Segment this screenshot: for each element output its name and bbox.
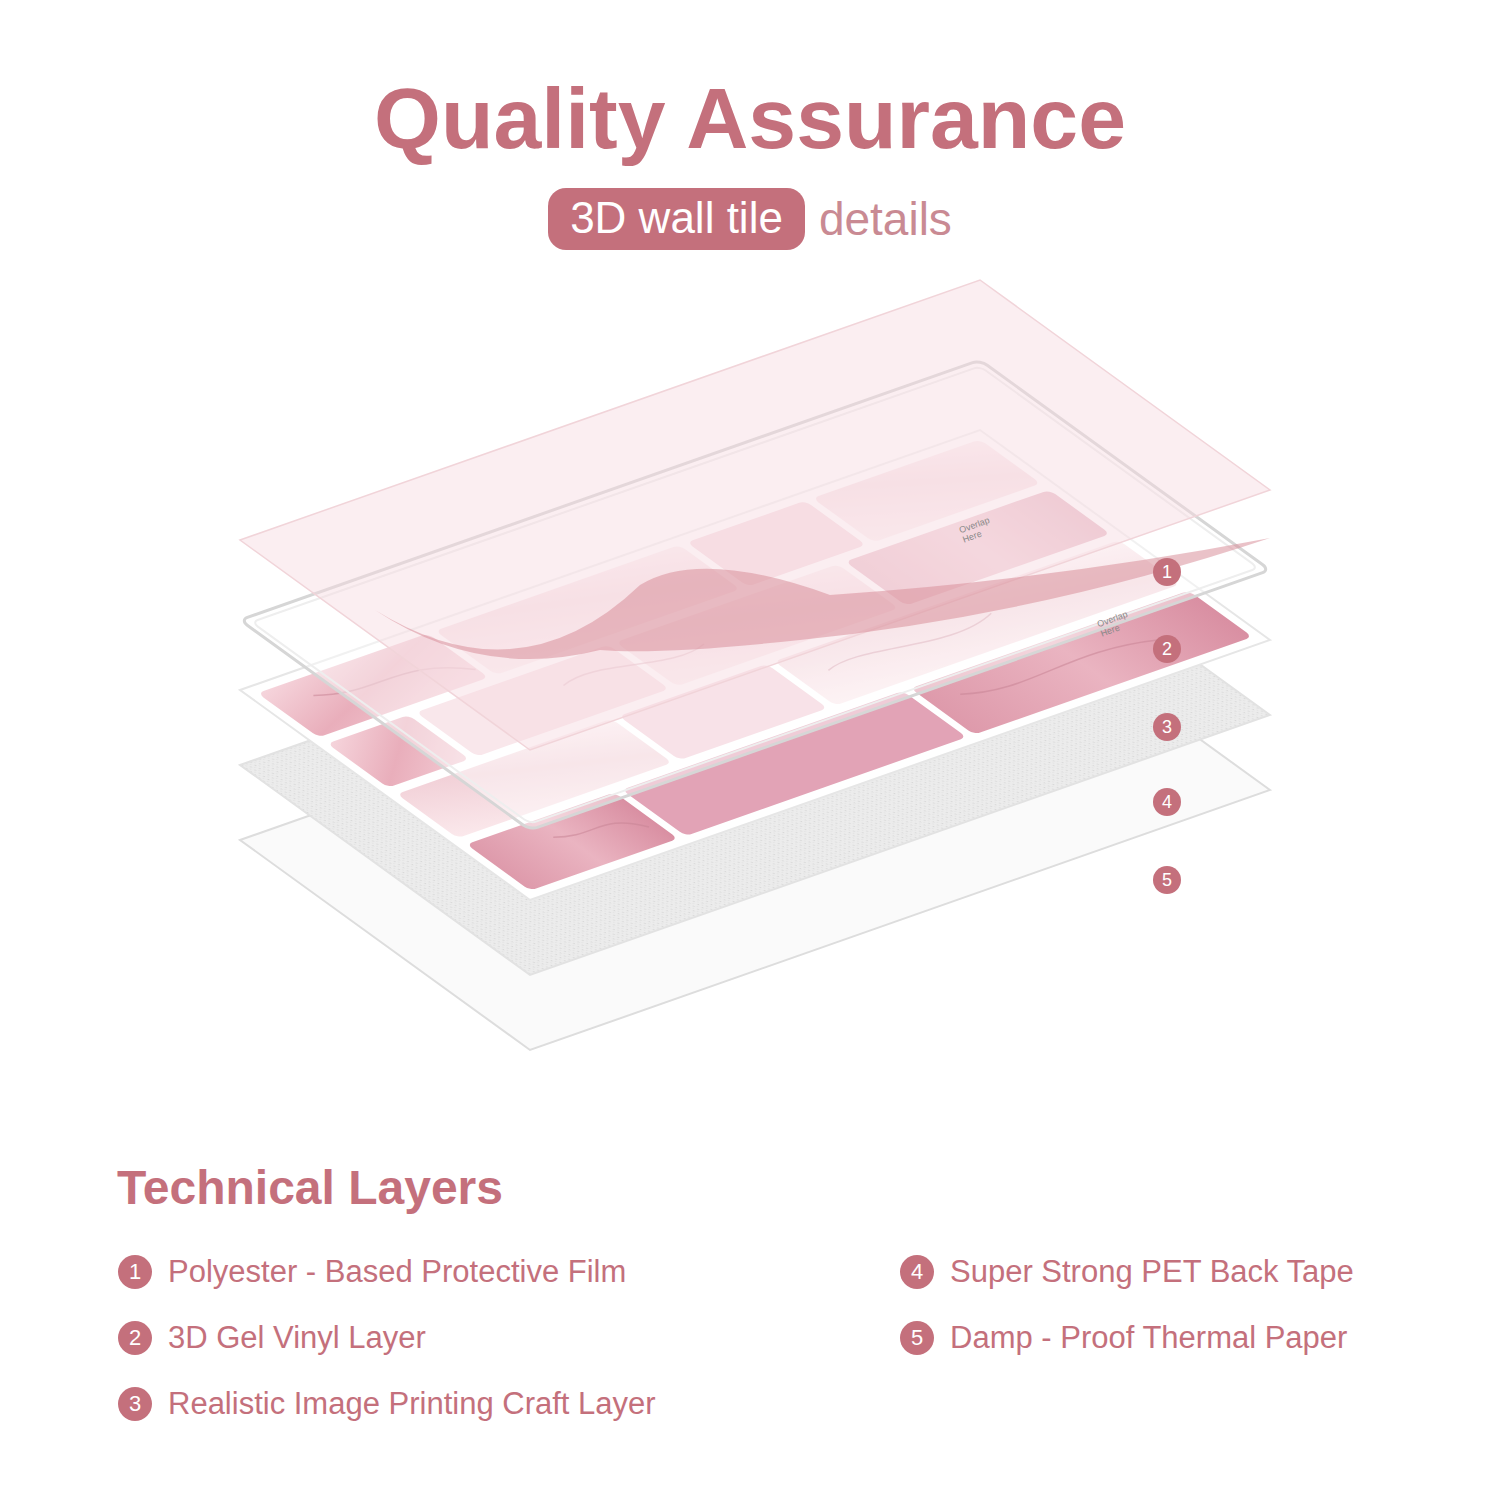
item-text: Super Strong PET Back Tape [950,1254,1354,1290]
item-number: 3 [118,1387,152,1421]
callout-number: 4 [1153,788,1181,816]
callout-number: 3 [1153,713,1181,741]
subtitle-pill: 3D wall tile [548,188,805,250]
item-text: Damp - Proof Thermal Paper [950,1320,1347,1356]
item-number: 2 [118,1321,152,1355]
layer-item: 4 Super Strong PET Back Tape [900,1254,1354,1290]
overlap-note: Overlap Here [1096,605,1142,638]
layer-item: 1 Polyester - Based Protective Film [118,1254,626,1290]
item-text: 3D Gel Vinyl Layer [168,1320,426,1356]
callout-number: 2 [1153,635,1181,663]
layer-item: 2 3D Gel Vinyl Layer [118,1320,426,1356]
callout-number: 1 [1153,558,1181,586]
main-title: Quality Assurance [374,75,1126,161]
subtitle-text: details [819,195,952,243]
section-heading: Technical Layers [117,1160,503,1215]
pill-text: 3D wall tile [570,193,783,242]
layer-item: 3 Realistic Image Printing Craft Layer [118,1386,656,1422]
item-number: 5 [900,1321,934,1355]
subtitle-row: 3D wall tile details [0,188,1500,250]
layer-item: 5 Damp - Proof Thermal Paper [900,1320,1347,1356]
callout-number: 5 [1153,866,1181,894]
overlap-note: Overlap Here [958,511,1004,544]
item-text: Realistic Image Printing Craft Layer [168,1386,656,1422]
item-number: 1 [118,1255,152,1289]
item-text: Polyester - Based Protective Film [168,1254,626,1290]
item-number: 4 [900,1255,934,1289]
